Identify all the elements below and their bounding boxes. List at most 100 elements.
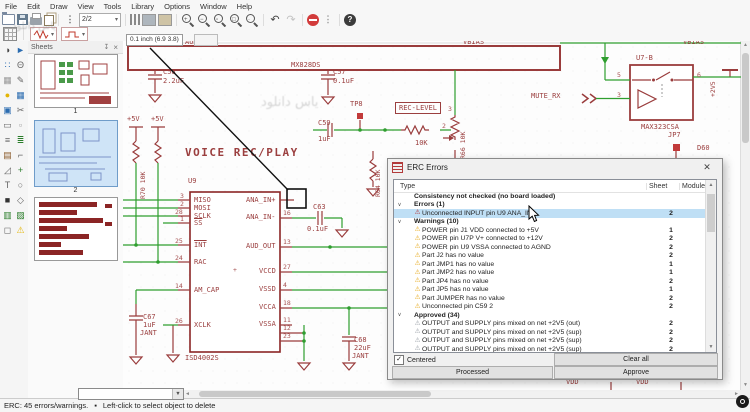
approve-button[interactable]: Approve <box>554 366 718 379</box>
sheet-select-combo[interactable]: ▼ <box>78 388 184 400</box>
column-sheet[interactable]: Sheet <box>646 182 679 190</box>
horizontal-scrollbar[interactable]: ◄ ► <box>183 390 741 398</box>
zoom-fit-icon[interactable]: □ <box>229 13 243 27</box>
menu-options[interactable]: Options <box>164 1 190 11</box>
lines-icon[interactable]: ≡ <box>4 135 11 145</box>
rect-tool-icon[interactable]: ▭ <box>3 120 12 130</box>
erc-warning-icon[interactable]: ⚠ <box>16 225 25 235</box>
sheet-thumbnail-3[interactable] <box>34 197 118 261</box>
collapse-chevron-icon[interactable]: ∨ <box>397 201 402 208</box>
erc-row[interactable]: ∨Errors (1) <box>394 201 706 210</box>
scroll-right-icon[interactable]: ► <box>734 391 739 397</box>
close-panel-icon[interactable]: × <box>113 42 118 52</box>
menu-draw[interactable]: Draw <box>50 1 68 11</box>
polygon-tool-icon[interactable]: ◇ <box>17 195 24 205</box>
slope-icon[interactable]: ◿ <box>4 165 11 175</box>
erc-row[interactable]: ⚠OUTPUT and SUPPLY pins mixed on net +2V… <box>394 328 706 337</box>
clear-all-button[interactable]: Clear all <box>554 353 718 366</box>
menu-tools[interactable]: Tools <box>103 1 122 11</box>
erc-row[interactable]: ∨Warnings (10) <box>394 218 706 227</box>
small-rect-icon[interactable]: ▫ <box>18 120 23 130</box>
vertical-scrollbar[interactable]: ▲ ▼ <box>740 41 750 398</box>
centered-checkbox[interactable]: ✓ <box>394 355 404 365</box>
highlight-icon[interactable]: ● <box>4 90 11 100</box>
circle-tool-icon[interactable]: ○ <box>17 180 24 190</box>
layers-icon[interactable]: ≣ <box>16 135 25 145</box>
array-icon[interactable]: ∷ <box>4 60 11 70</box>
erc-row[interactable]: Consistency not checked (no board loaded… <box>394 192 706 201</box>
dialog-titlebar[interactable]: ERC Errors ✕ <box>388 159 722 176</box>
save-icon[interactable] <box>17 14 28 25</box>
place-part-button[interactable]: ▾ <box>61 27 89 41</box>
select-icon[interactable]: ► <box>16 45 25 55</box>
collapse-chevron-icon[interactable]: ∨ <box>397 312 402 319</box>
columns-icon[interactable] <box>130 14 140 25</box>
place-net-port-button[interactable]: ▾ <box>30 27 58 41</box>
sheet-number-2[interactable]: 2 <box>73 187 78 194</box>
erc-row[interactable]: ⚠OUTPUT and SUPPLY pins mixed on net +2V… <box>394 320 706 329</box>
net-icon[interactable]: ▨ <box>16 210 25 220</box>
grid-snap-icon[interactable]: ▦ <box>3 75 12 85</box>
chevron-down-icon[interactable]: ▾ <box>82 31 86 38</box>
place-part-icon[interactable]: ▣ <box>3 105 12 115</box>
erc-row[interactable]: ⚠Unconnected INPUT pin U9 ANA_IN+2 <box>394 209 706 218</box>
scale-combo[interactable]: 2/2▾ <box>79 12 121 27</box>
help-icon[interactable]: ? <box>344 13 356 26</box>
zoom-in-icon[interactable]: + <box>181 13 195 27</box>
sheet-thumbnail-2[interactable] <box>34 120 118 187</box>
column-module[interactable]: Module <box>679 182 716 190</box>
zoom-out-icon[interactable]: − <box>197 13 211 27</box>
scroll-down-icon[interactable]: ▼ <box>743 382 748 388</box>
text-tool-icon[interactable]: T <box>4 180 11 190</box>
sheet-icon[interactable]: ▤ <box>3 150 12 160</box>
sheet-number-1[interactable]: 1 <box>73 108 78 115</box>
more-icon[interactable]: ⋮ <box>323 14 333 24</box>
redo-icon[interactable]: ↷ <box>286 14 296 26</box>
chevron-down-icon[interactable]: ▾ <box>51 31 55 38</box>
pin-panel-icon[interactable]: ↧ <box>103 44 110 51</box>
chevron-down-icon[interactable]: ▼ <box>172 389 183 399</box>
board-3d-icon[interactable] <box>158 13 172 26</box>
menu-help[interactable]: Help <box>236 1 253 11</box>
grid-toggle-button[interactable] <box>3 27 17 41</box>
erc-scroll-thumb[interactable] <box>707 194 715 232</box>
empty-tab[interactable] <box>194 34 218 46</box>
edit-mode-icon[interactable]: ◑ <box>4 45 11 55</box>
erc-row[interactable]: ⚠OUTPUT and SUPPLY pins mixed on net +2V… <box>394 345 706 352</box>
menu-view[interactable]: View <box>77 1 94 11</box>
copy-icon[interactable] <box>44 15 54 26</box>
zoom-window-icon[interactable]: ▫ <box>213 13 227 27</box>
column-type[interactable]: Type <box>400 182 416 190</box>
scroll-down-icon[interactable]: ▼ <box>708 344 714 350</box>
menu-library[interactable]: Library <box>131 1 155 11</box>
shape-icon[interactable]: ◻ <box>3 225 12 235</box>
add-icon[interactable]: + <box>17 165 24 175</box>
bus-icon[interactable]: ▥ <box>3 210 12 220</box>
angle-icon[interactable]: ⌐ <box>17 150 24 160</box>
erc-row[interactable]: ⚠OUTPUT and SUPPLY pins mixed on net +2V… <box>394 337 706 346</box>
board-preview-icon[interactable] <box>142 13 156 26</box>
open-icon[interactable] <box>2 12 15 25</box>
scroll-left-icon[interactable]: ◄ <box>185 391 190 397</box>
erc-list-header[interactable]: Type Sheet Module <box>394 180 716 193</box>
close-icon[interactable]: ✕ <box>703 162 711 172</box>
menu-file[interactable]: File <box>5 1 18 11</box>
collapse-chevron-icon[interactable]: ∨ <box>397 218 402 225</box>
component-icon[interactable]: ▦ <box>16 90 25 100</box>
erc-list-scrollbar[interactable]: ▲ ▼ <box>705 180 716 352</box>
zoom-selection-icon[interactable]: · <box>245 13 259 27</box>
measure-icon[interactable]: Θ <box>16 60 24 70</box>
draw-icon[interactable]: ✎ <box>16 75 25 85</box>
vertical-scroll-thumb[interactable] <box>742 53 749 143</box>
fill-tool-icon[interactable]: ■ <box>4 195 11 205</box>
processed-button[interactable]: Processed <box>392 366 553 379</box>
